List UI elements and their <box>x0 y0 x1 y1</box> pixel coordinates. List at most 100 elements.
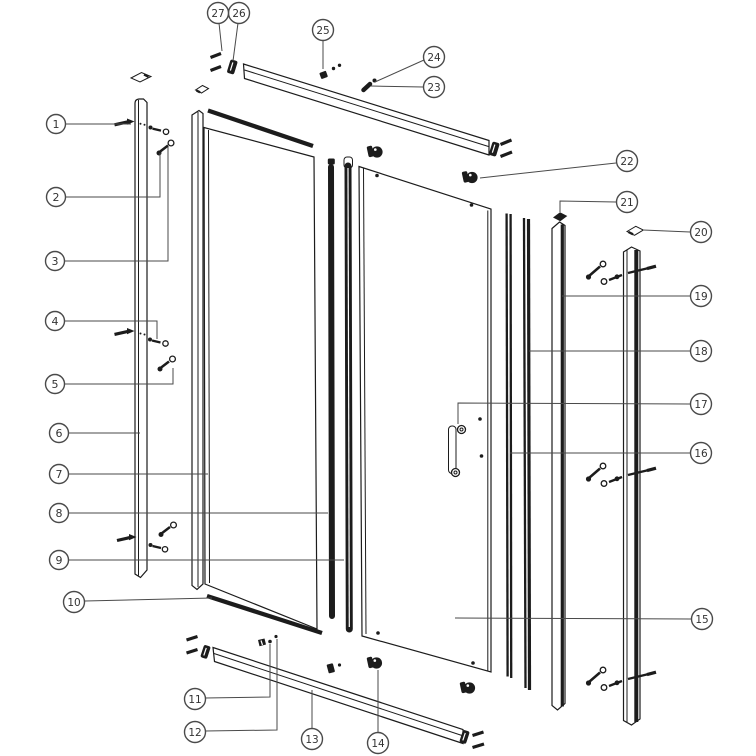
frame-screw-mid <box>157 355 177 372</box>
callout-circle-7 <box>48 463 70 485</box>
callout-5: 5 <box>44 368 174 395</box>
bottom-roller-right <box>459 681 476 694</box>
leader-line-12 <box>204 639 278 732</box>
callout-number-4: 4 <box>52 315 59 328</box>
bottom-guide-block <box>326 663 342 674</box>
fixed-panel-top-seal <box>207 108 314 149</box>
leader-line-15 <box>454 617 692 620</box>
frame-screw-upper <box>156 139 175 156</box>
callout-circle-8 <box>48 502 70 524</box>
callout-circle-25 <box>311 18 335 42</box>
leader-line-20 <box>642 229 691 233</box>
left-wall-profile <box>134 98 148 579</box>
center-seal-strip-inner <box>327 158 335 619</box>
callout-circle-19 <box>689 284 713 308</box>
wall-anchor-screw-left-mid <box>114 328 169 347</box>
wall-screw-set-top <box>585 260 657 285</box>
callout-number-17: 17 <box>694 399 707 411</box>
callout-number-24: 24 <box>427 52 441 64</box>
leader-line-27 <box>218 22 223 52</box>
callout-23: 23 <box>370 75 446 99</box>
leader-line-23 <box>370 85 424 88</box>
callout-circle-3 <box>44 250 66 272</box>
callout-19: 19 <box>562 284 713 308</box>
door-hole-bottom-right <box>471 661 475 665</box>
leader-line-21 <box>559 200 617 212</box>
handle-boss-bottom <box>450 467 461 478</box>
right-panel-upright <box>551 221 566 711</box>
bottom-track-screws-right <box>472 730 485 750</box>
fixed-glass-panel <box>203 126 318 630</box>
fixed-panel-bottom-seal <box>206 593 323 636</box>
callout-circle-16 <box>689 441 713 465</box>
callout-number-3: 3 <box>52 255 59 268</box>
callout-number-6: 6 <box>56 427 63 440</box>
callout-circle-1 <box>45 113 67 135</box>
callout-10: 10 <box>62 590 213 614</box>
bottom-track-screws-left <box>186 634 198 655</box>
callout-number-18: 18 <box>694 346 707 358</box>
door-seal-strip-outer <box>522 217 532 691</box>
callout-circle-22 <box>615 149 639 173</box>
callout-27: 27 <box>206 1 230 52</box>
top-track-end-cap-left <box>227 59 238 75</box>
top-track-screw <box>319 63 342 79</box>
bottom-roller-left <box>366 656 383 669</box>
top-track-screws-left <box>209 52 222 72</box>
callout-number-12: 12 <box>188 727 201 739</box>
callout-number-19: 19 <box>694 291 707 303</box>
right-wall-profile-cap <box>625 225 645 236</box>
door-handle <box>448 424 467 478</box>
callout-circle-24 <box>422 45 446 69</box>
leader-line-26 <box>232 22 239 62</box>
callout-12: 12 <box>183 639 278 744</box>
right-upright-cap <box>553 212 568 222</box>
callout-circle-4 <box>44 310 66 332</box>
callout-1: 1 <box>45 113 131 135</box>
callout-number-26: 26 <box>232 8 246 20</box>
callout-18: 18 <box>529 339 713 363</box>
leader-line-11 <box>204 644 271 699</box>
leader-line-4 <box>64 320 158 339</box>
callout-25: 25 <box>311 18 335 69</box>
bottom-track-end-cap-right <box>459 730 470 744</box>
callout-circle-17 <box>689 392 713 416</box>
callout-13: 13 <box>300 690 324 751</box>
callout-number-8: 8 <box>56 507 63 520</box>
leader-line-10 <box>84 597 213 602</box>
sliding-door-glass <box>358 165 492 673</box>
callout-circle-2 <box>45 186 67 208</box>
callout-16: 16 <box>510 441 713 465</box>
door-hole-top-left <box>375 173 379 178</box>
top-track <box>242 63 490 156</box>
callout-circle-23 <box>422 75 446 99</box>
callout-3: 3 <box>44 147 169 272</box>
callout-number-27: 27 <box>211 8 224 20</box>
fixed-panel-upright <box>191 109 204 591</box>
callout-6: 6 <box>48 422 140 444</box>
roller-bolt <box>361 81 373 93</box>
callout-number-13: 13 <box>305 734 318 746</box>
callout-8: 8 <box>48 502 328 524</box>
callout-number-20: 20 <box>694 227 707 239</box>
callout-number-15: 15 <box>695 614 708 626</box>
leader-line-22 <box>479 162 617 179</box>
callout-number-11: 11 <box>188 694 201 706</box>
bottom-track-end-cap-left <box>200 645 211 659</box>
top-roller-left <box>366 145 383 158</box>
bottom-track-clip <box>258 638 272 647</box>
callout-circle-9 <box>48 549 70 571</box>
callout-number-23: 23 <box>427 82 440 94</box>
callout-number-7: 7 <box>56 468 63 481</box>
top-roller-right <box>461 171 478 184</box>
callout-circle-6 <box>48 422 70 444</box>
center-seal-strip-outer <box>343 156 353 633</box>
callout-circle-21 <box>615 190 639 214</box>
leader-line-3 <box>64 147 169 262</box>
bottom-track-pin <box>274 634 278 639</box>
callout-circle-15 <box>690 607 714 631</box>
callout-number-22: 22 <box>620 156 633 168</box>
